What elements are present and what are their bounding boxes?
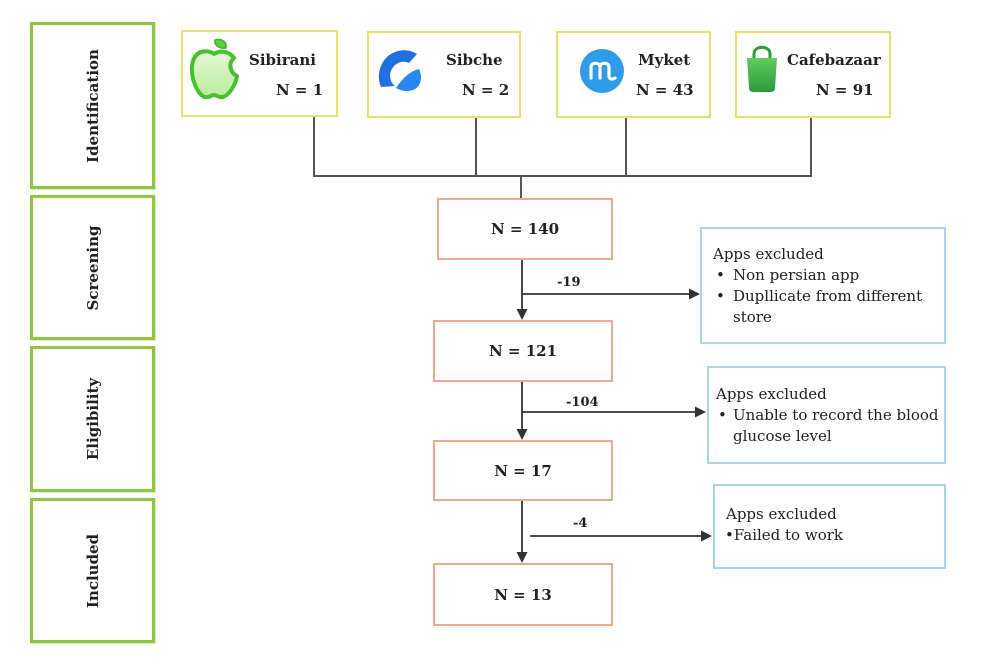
exclusion-item: • Unable to record the blood glucose lev… [718, 405, 945, 447]
exclusion-list: • Unable to record the blood glucose lev… [718, 405, 945, 447]
flow-box-total: N = 140 [437, 198, 613, 260]
flow-box-after-eligibility: N = 17 [433, 440, 613, 501]
source-name-sibirani: Sibirani [249, 51, 316, 69]
myket-logo-circle [580, 49, 624, 93]
arrow-head [701, 530, 712, 542]
stage-label-screening: Screening [83, 225, 102, 310]
stage-eligibility: Eligibility [30, 346, 155, 492]
excluded-count-included: -4 [573, 516, 588, 531]
bullet-marker: • [725, 526, 734, 544]
sibche-swoosh-left [378, 50, 417, 87]
exclusion-box-eligibility: Apps excluded • Unable to record the blo… [707, 366, 946, 464]
exclusion-item: • Failed to work [725, 525, 934, 546]
flow-count-label: N = 17 [494, 461, 552, 480]
exclusion-title: Apps excluded [716, 385, 827, 403]
stage-included: Included [30, 498, 155, 643]
source-merge-lines [313, 117, 812, 198]
exclusion-box-included: Apps excluded • Failed to work [713, 484, 946, 569]
flow-box-after-screening: N = 121 [433, 320, 613, 382]
stage-identification: Identification [30, 22, 155, 189]
source-count-myket: N = 43 [636, 81, 694, 99]
bag-handle-shape [752, 45, 772, 62]
exclusion-reason: Failed to work [733, 526, 843, 544]
exclusion-item: • Dupllicate from different store [716, 286, 943, 328]
stage-label-included: Included [83, 533, 102, 608]
arrow-head [516, 552, 528, 563]
arrow-screening-down [516, 260, 528, 320]
exclusion-reason: Dupllicate from different store [733, 287, 923, 326]
exclusion-reason: Unable to record the blood glucose level [733, 406, 939, 445]
arrow-eligibility-down [516, 382, 528, 440]
bullet-marker: • [716, 266, 725, 284]
source-name-sibche: Sibche [446, 51, 503, 69]
exclusion-box-screening: Apps excluded • Non persian app • Duplli… [700, 227, 946, 344]
excluded-count-eligibility: -104 [566, 395, 599, 410]
arrow-eligibility-excluded [522, 406, 706, 418]
exclusion-list: • Non persian app • Dupllicate from diff… [716, 265, 943, 328]
arrow-included-down [516, 501, 528, 563]
exclusion-list: • Failed to work [725, 525, 934, 546]
exclusion-title: Apps excluded [713, 245, 824, 263]
bullet-marker: • [718, 406, 727, 424]
flow-box-included: N = 13 [433, 563, 613, 626]
flow-count-label: N = 13 [494, 585, 552, 604]
myket-logo-icon [580, 49, 624, 93]
arrow-screening-excluded [522, 288, 700, 300]
arrow-included-excluded [530, 530, 712, 542]
excluded-count-screening: -19 [557, 275, 581, 290]
sibirani-apple-icon [190, 38, 239, 100]
source-name-myket: Myket [638, 51, 691, 69]
stage-label-identification: Identification [83, 48, 102, 163]
arrow-head [516, 309, 528, 320]
bullet-marker: • [716, 287, 725, 305]
bag-body-shape [747, 58, 777, 92]
arrow-head [689, 288, 700, 300]
sibche-swoosh-right [396, 69, 421, 92]
exclusion-reason: Non persian app [733, 266, 860, 284]
stage-label-eligibility: Eligibility [83, 377, 102, 461]
cafebazaar-bag-icon [747, 45, 777, 92]
source-box-sibche: Sibche N = 2 [367, 31, 521, 118]
arrow-head [695, 406, 706, 418]
sibche-logo-icon [378, 50, 421, 92]
source-box-sibirani: Sibirani N = 1 [181, 30, 338, 117]
arrow-head [516, 429, 528, 440]
source-count-sibirani: N = 1 [276, 81, 324, 99]
flow-count-label: N = 121 [488, 342, 558, 360]
myket-logo-mark [589, 61, 617, 81]
stage-screening: Screening [30, 195, 155, 340]
apple-body-shape [190, 49, 239, 100]
source-count-cafebazaar: N = 91 [816, 81, 874, 99]
exclusion-item: • Non persian app [716, 265, 943, 286]
source-name-cafebazaar: Cafebazaar [787, 51, 881, 69]
exclusion-title: Apps excluded [726, 505, 837, 523]
source-count-sibche: N = 2 [462, 81, 510, 99]
source-box-myket: Myket N = 43 [556, 31, 711, 118]
flow-count-label: N = 140 [490, 220, 560, 238]
apple-leaf-shape [214, 38, 227, 49]
source-box-cafebazaar: Cafebazaar N = 91 [735, 31, 891, 118]
